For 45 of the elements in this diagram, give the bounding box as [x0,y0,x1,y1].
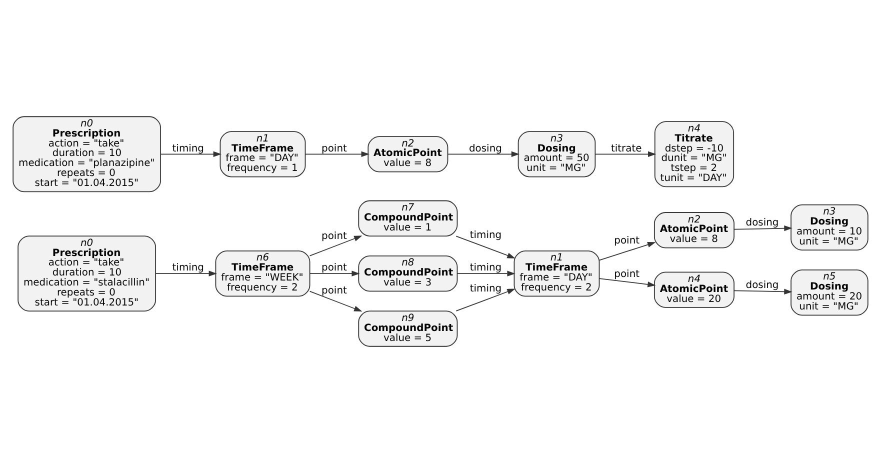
arrow [456,270,516,276]
arrow [456,288,516,312]
arrow [309,290,362,312]
arrow [305,151,370,158]
edge-label: point [614,269,640,280]
arrow [734,288,792,294]
node-box: n7 CompoundPoint value = 1 [358,200,458,236]
edge-label: point [322,231,347,242]
arrow [456,236,516,258]
node-box: n2 AtomicPoint value = 8 [654,212,734,248]
arrow [599,242,656,261]
node-box: n3 Dosing amount = 10 unit = "MG" [790,204,868,250]
node-box: n3 Dosing amount = 50 unit = "MG" [518,131,596,178]
node-box: n4 AtomicPoint value = 20 [654,272,734,308]
node-box: n1 TimeFrame frame = "DAY" frequency = 2 [514,250,600,297]
edge-label: timing [470,262,502,274]
edge-label: timing [470,283,502,294]
arrow [594,151,656,158]
edge-label: point [614,236,640,247]
node-box: n1 TimeFrame frame = "DAY" frequency = 1 [220,131,306,178]
edge-label: dosing [746,217,779,228]
edge-label: dosing [468,143,502,154]
node-box: n0 Prescription action = "take" duration = 10 medication = "stalacillin" repeats = 0 start = "01.04.2015" [18,236,156,312]
edge-label: point [322,285,347,296]
node-box: n6 TimeFrame frame = "WEEK" frequency = 2 [215,250,310,297]
node-box: n5 Dosing amount = 20 unit = "MG" [790,270,868,316]
arrow [309,236,362,256]
node-box: n4 Titrate dstep = -10 dunit = "MG" tstep = 2 tunit = "DAY" [654,121,734,188]
edge-label: point [322,143,347,154]
arrow [155,270,217,276]
edge-label: titrate [611,143,642,154]
node-box: n2 AtomicPoint value = 8 [368,136,448,172]
arrow [599,278,656,288]
arrow [447,151,520,158]
edge-label: timing [470,230,502,242]
node-box: n8 CompoundPoint value = 3 [358,255,458,292]
edge-label: timing [172,143,204,154]
node-box: n0 Prescription action = "take" duration = 10 medication = "planazipine" repeats = 0 start = "01.04.2015" [12,116,161,192]
arrow [309,270,360,276]
node-box: n9 CompoundPoint value = 5 [358,310,458,347]
arrow [734,225,792,232]
arrow [160,151,222,158]
edge-label: point [322,262,347,274]
edge-label: timing [172,262,204,274]
edge-label: dosing [746,280,779,291]
